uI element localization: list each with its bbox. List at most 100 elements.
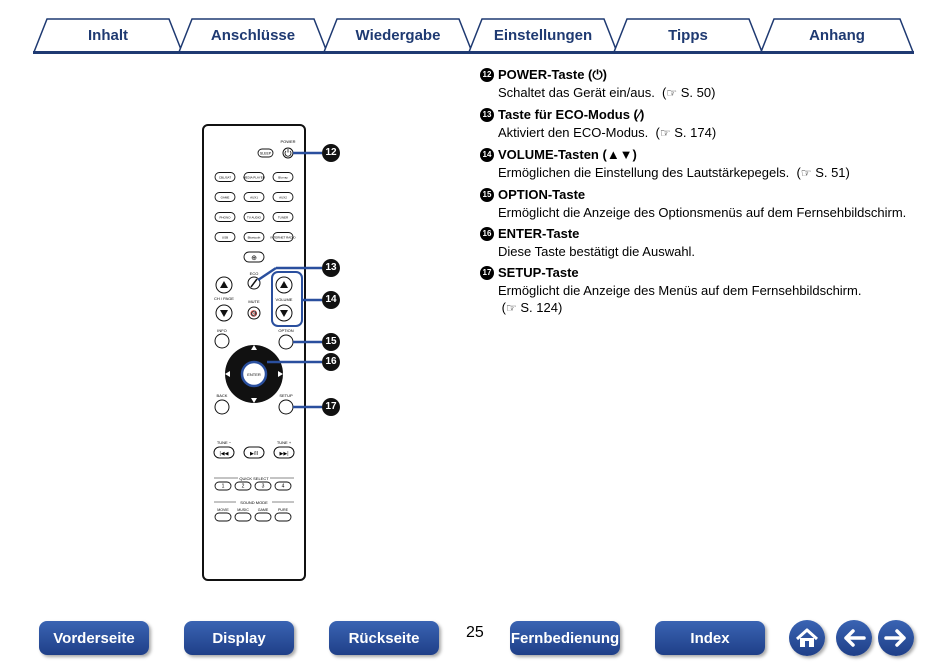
page-ref-link[interactable]: S. 51 — [815, 165, 846, 180]
item-number: 13 — [480, 108, 494, 122]
eco-label: ECO — [250, 271, 259, 276]
source-button-2: MEDIA PLAYER — [243, 172, 266, 182]
ch-down-button — [215, 304, 233, 322]
source-button-3-label: Blu-ray — [278, 175, 288, 179]
sound-mode-movie-button — [214, 512, 232, 522]
tab-shape — [33, 18, 183, 52]
tab-inhalt[interactable]: Inhalt — [33, 18, 183, 52]
next-button[interactable] — [878, 620, 914, 656]
tab-label: Wiedergabe — [355, 26, 441, 44]
item-number: 15 — [480, 188, 494, 202]
quick-select-2-label: 2 — [242, 483, 245, 489]
source-button-4-label: GAME — [221, 195, 230, 199]
source-button-12: INTERNET RADIO — [270, 232, 296, 242]
source-button-4: GAME — [214, 192, 236, 202]
display-button[interactable]: Display — [184, 621, 294, 655]
home-button[interactable] — [789, 620, 825, 656]
quick-select-label: QUICK SELECT — [239, 476, 269, 481]
sound-mode-pure-button — [274, 512, 292, 522]
index-button[interactable]: Index — [655, 621, 765, 655]
rear-panel-button[interactable]: Rückseite — [329, 621, 439, 655]
tab-anhang[interactable]: Anhang — [760, 18, 914, 52]
item-title: Taste für ECO-Modus (∕) — [498, 107, 645, 122]
volume-down-button — [275, 304, 293, 322]
enter-label: ENTER — [247, 372, 261, 377]
source-button-2-label: MEDIA PLAYER — [243, 175, 266, 179]
item-desc: Ermöglicht die Anzeige des Menüs auf dem… — [498, 283, 862, 298]
page-ref-link[interactable]: S. 50 — [680, 85, 712, 100]
sleep-label: SLEEP — [260, 152, 272, 156]
tab-anschluesse[interactable]: Anschlüsse — [178, 18, 328, 52]
back-label: BACK — [217, 393, 228, 398]
sound-mode-movie-label: MOVIE — [217, 508, 229, 512]
tab-wiedergabe[interactable]: Wiedergabe — [323, 18, 473, 52]
mute-label: MUTE — [248, 299, 260, 304]
callout-17: 17 — [322, 398, 340, 416]
power-label: POWER — [280, 139, 295, 144]
page-number: 25 — [466, 624, 484, 641]
volume-label: VOLUME — [276, 297, 293, 302]
tab-label: Inhalt — [88, 26, 128, 44]
callout-14: 14 — [322, 291, 340, 309]
sound-mode-music-label: MUSIC — [237, 508, 249, 512]
source-button-8: TV AUDIO — [243, 212, 265, 222]
pointing-hand-icon: ☞ — [659, 126, 671, 140]
home-icon — [795, 628, 819, 647]
power-button — [282, 147, 294, 159]
source-button-7-label: PHONO — [219, 215, 231, 219]
quick-select-1: 1 — [214, 481, 232, 491]
back-button — [214, 399, 230, 415]
item-setup: 17 SETUP-Taste Ermöglicht die Anzeige des… — [480, 264, 920, 317]
svg-text:▶/II: ▶/II — [250, 451, 258, 457]
quick-select-3: 3 — [254, 481, 272, 491]
cursor-small-button: ⊕ — [243, 251, 265, 263]
item-title: POWER-Taste (⏻) — [498, 67, 607, 82]
mute-button: 🔇 — [247, 306, 261, 320]
tune-plus-label: TUNE + — [277, 440, 292, 445]
tab-shape — [323, 18, 473, 52]
callout-16: 16 — [322, 353, 340, 371]
item-title: SETUP-Taste — [498, 265, 579, 280]
quick-select-3-label: 3 — [262, 483, 265, 489]
svg-text:⊕: ⊕ — [251, 255, 257, 262]
callout-15: 15 — [322, 333, 340, 351]
remote-control-button[interactable]: Fernbedienung — [510, 621, 620, 655]
front-panel-button[interactable]: Vorderseite — [39, 621, 149, 655]
tab-label: Anhang — [809, 26, 865, 44]
item-number: 17 — [480, 266, 494, 280]
info-label: INFO — [217, 328, 227, 333]
tab-shape — [760, 18, 914, 52]
source-button-7: PHONO — [214, 212, 236, 222]
item-number: 16 — [480, 227, 494, 241]
prev-button[interactable] — [836, 620, 872, 656]
svg-text:|◀◀: |◀◀ — [220, 451, 229, 457]
tab-label: Anschlüsse — [210, 26, 296, 44]
sleep-button: SLEEP — [257, 148, 274, 158]
info-button — [214, 333, 230, 349]
page-ref-link[interactable]: S. 124 — [520, 300, 558, 315]
source-button-10-label: USB — [222, 235, 228, 239]
volume-up-button — [275, 276, 293, 294]
svg-text:🔇: 🔇 — [250, 310, 258, 318]
source-button-5-label: AUX1 — [250, 195, 258, 199]
source-button-10: USB — [214, 232, 236, 242]
ch-page-label: CH / PAGE — [214, 296, 234, 301]
item-desc: Ermöglicht die Anzeige des Optionsmenüs … — [498, 205, 907, 220]
quick-select-2: 2 — [234, 481, 252, 491]
tab-einstellungen[interactable]: Einstellungen — [468, 18, 618, 52]
eco-button — [247, 276, 261, 290]
source-button-3: Blu-ray — [272, 172, 294, 182]
item-title: VOLUME-Tasten (▲▼) — [498, 147, 637, 162]
page-ref-link[interactable]: S. 174 — [674, 125, 712, 140]
setup-label: SETUP — [279, 393, 293, 398]
tab-tipps[interactable]: Tipps — [613, 18, 763, 52]
play-pause-button: ▶/II — [243, 446, 265, 459]
source-button-6: AUX2 — [272, 192, 294, 202]
quick-select-4-label: 4 — [282, 483, 285, 489]
